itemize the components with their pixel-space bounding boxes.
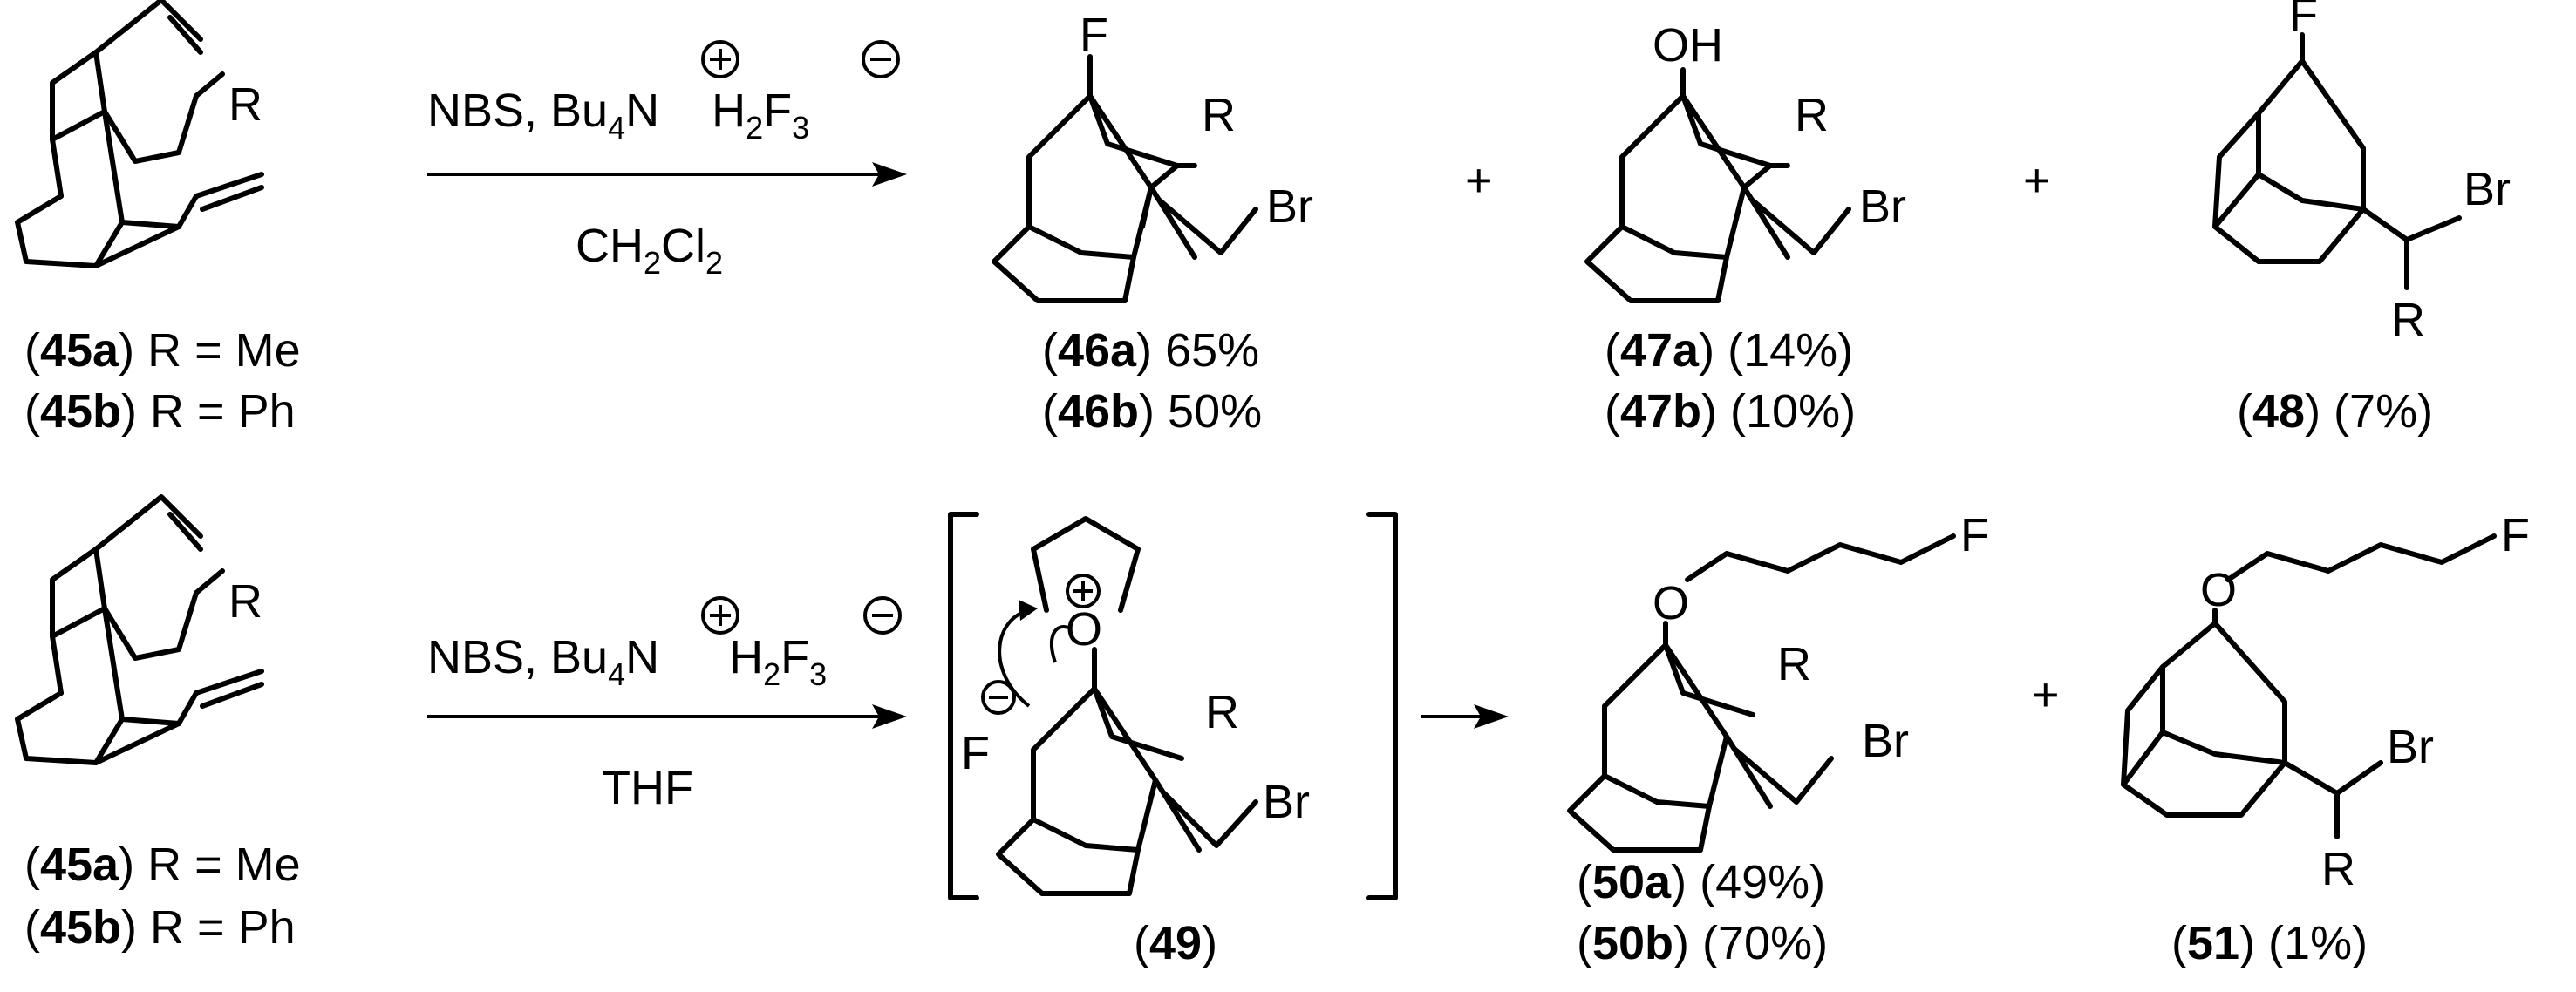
- i49-f: F: [961, 727, 990, 779]
- p46-r: R: [1202, 89, 1236, 141]
- p46-br: Br: [1266, 180, 1313, 233]
- compound-51: O F Br R (51) (1%): [2121, 509, 2530, 969]
- plus-charge-icon: [701, 40, 739, 78]
- p46-label-a: (46a) 65%: [1042, 324, 1259, 377]
- p50-label-b: (50b) (70%): [1577, 917, 1828, 969]
- p47-label-b: (47b) (10%): [1605, 385, 1856, 438]
- sm-id-b: 45b: [40, 385, 121, 438]
- sm2-label-a: (45a) R = Me: [24, 839, 301, 891]
- p48-f: F: [2289, 0, 2318, 41]
- p47-label-a: (47a) (14%): [1605, 324, 1853, 377]
- plus-1: +: [1465, 154, 1493, 207]
- compound-45-row2: R (45a) R = Me (45b) R = Ph: [15, 494, 301, 954]
- p47-r: R: [1795, 89, 1829, 141]
- p51-f: F: [2501, 509, 2530, 561]
- p47-oh: OH: [1653, 19, 1723, 71]
- solvent-row2: THF: [602, 762, 693, 814]
- solvent-row1: CH2Cl2: [576, 220, 723, 281]
- compound-50: O F R Br (50a) (49%) (50b) (70%): [1567, 509, 1989, 969]
- p51-label: (51) (1%): [2171, 917, 2368, 969]
- p48-br: Br: [2464, 163, 2511, 215]
- p46-f: F: [1080, 9, 1108, 61]
- p50-label-a: (50a) (49%): [1577, 856, 1825, 908]
- sm2-label-b: (45b) R = Ph: [24, 901, 296, 954]
- compound-48: F Br R (48) (7%): [2212, 0, 2511, 438]
- p48-r: R: [2391, 294, 2425, 346]
- compound-45-row1: R (45a) R = Me (45b) R = Ph: [15, 0, 301, 438]
- sm2-r-label: R: [228, 575, 262, 628]
- p48-label: (48) (7%): [2237, 385, 2433, 438]
- compound-49: O F R Br (49): [948, 512, 1398, 969]
- p46-label-b: (46b) 50%: [1042, 385, 1262, 438]
- p51-br: Br: [2387, 721, 2434, 773]
- p47-br: Br: [1859, 180, 1906, 233]
- sm-r-label: R: [228, 78, 262, 131]
- compound-46: F R Br (46a) 65% (46b) 50%: [992, 9, 1313, 438]
- p50-r: R: [1777, 638, 1811, 690]
- plus-2: +: [2023, 154, 2051, 207]
- i49-r: R: [1205, 686, 1239, 738]
- i49-label: (49): [1134, 917, 1217, 969]
- i49-br: Br: [1263, 776, 1310, 828]
- p51-r: R: [2321, 843, 2355, 895]
- sm-label-a: (45a) R = Me: [24, 324, 301, 377]
- compound-47: OH R Br (47a) (14%) (47b) (10%): [1584, 19, 1906, 438]
- reaction-arrow-row2b: [1421, 704, 1509, 729]
- i49-o: O: [1066, 603, 1102, 656]
- minus-charge-icon: [862, 40, 900, 78]
- p50-f: F: [1960, 509, 1989, 561]
- p51-o: O: [2200, 564, 2237, 616]
- p50-br: Br: [1862, 715, 1909, 767]
- plus-3: +: [2032, 669, 2060, 721]
- p50-o: O: [1653, 577, 1689, 629]
- sm-label-b: (45b) R = Ph: [24, 385, 296, 438]
- sm-id-a: 45a: [40, 324, 119, 377]
